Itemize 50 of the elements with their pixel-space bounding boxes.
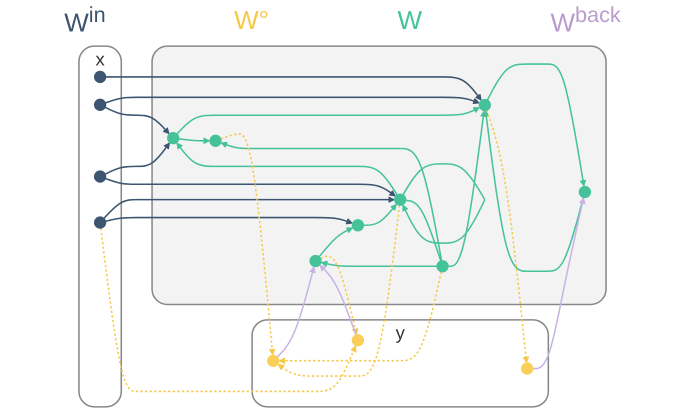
node-circle [94, 170, 106, 183]
arrow [104, 106, 170, 134]
arrow [320, 255, 358, 335]
arrow [106, 76, 482, 101]
arrow [364, 204, 397, 226]
matrix-label: W$^{back}$ [550, 2, 621, 38]
arrow [105, 96, 480, 104]
matrix-label: W$^{in}$ [64, 2, 106, 38]
node-circle [209, 134, 222, 147]
node-circle [352, 334, 364, 346]
arrow [178, 137, 210, 144]
arrow [448, 110, 487, 267]
node-circle [94, 98, 106, 111]
arrow [106, 216, 353, 224]
matrix-label: W° [234, 4, 270, 36]
arrow [320, 260, 437, 268]
node-circle [267, 354, 280, 368]
arrow [176, 107, 480, 134]
arrow [104, 142, 170, 175]
node-circle [521, 362, 534, 375]
matrix-label: W [397, 4, 422, 36]
arrow [318, 227, 353, 258]
arrow [103, 196, 395, 219]
arrow [483, 110, 584, 272]
arrow [220, 142, 442, 261]
node-circle [309, 254, 322, 268]
cluster [151, 45, 607, 306]
node-circle [94, 70, 106, 84]
arrow [532, 197, 586, 370]
arrow [100, 228, 356, 392]
node-circle [478, 98, 491, 112]
arrow [402, 163, 486, 244]
node-circle [167, 132, 180, 144]
cluster: y [251, 319, 550, 408]
arrow [176, 142, 398, 196]
node-circle [394, 194, 406, 206]
node-circle [578, 186, 592, 198]
arrow [486, 63, 586, 187]
node-circle [352, 219, 364, 232]
arrow [319, 264, 357, 336]
arrow [278, 272, 442, 364]
arrow [278, 205, 400, 377]
arrow [105, 178, 396, 197]
node-circle [94, 216, 106, 229]
cluster: x [78, 45, 122, 408]
arrow [276, 266, 316, 358]
arrow [220, 133, 276, 356]
node-circle [436, 260, 449, 272]
connector [406, 200, 442, 261]
arrow [486, 110, 530, 364]
